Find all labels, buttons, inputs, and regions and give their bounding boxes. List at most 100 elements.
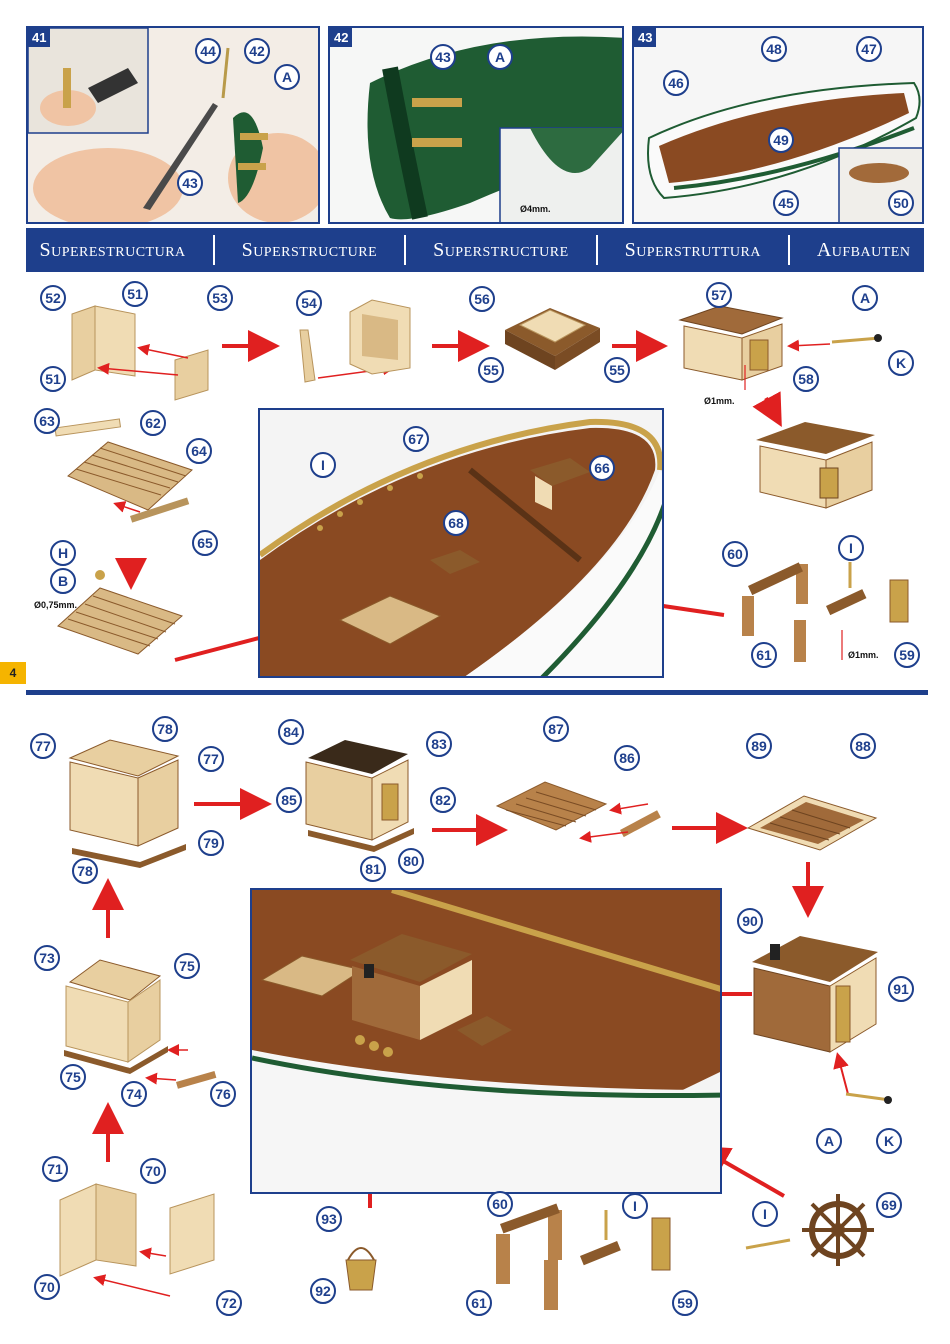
callout-68: 68 xyxy=(443,510,469,536)
callout-60: 60 xyxy=(487,1191,513,1217)
callout-93: 93 xyxy=(316,1206,342,1232)
callout-82: 82 xyxy=(430,787,456,813)
callout-89: 89 xyxy=(746,733,772,759)
callout-58: 58 xyxy=(793,366,819,392)
callout-A: A xyxy=(852,285,878,311)
callout-43: 43 xyxy=(177,170,203,196)
callout-59: 59 xyxy=(672,1290,698,1316)
callout-50: 50 xyxy=(888,190,914,216)
callout-A: A xyxy=(274,64,300,90)
step-42-number: 42 xyxy=(330,28,353,47)
callout-42: 42 xyxy=(244,38,270,64)
page-number: 4 xyxy=(0,662,26,684)
callout-79: 79 xyxy=(198,830,224,856)
middle-section-drawings xyxy=(54,299,909,662)
callout-55: 55 xyxy=(604,357,630,383)
callout-78: 78 xyxy=(72,858,98,884)
callout-59: 59 xyxy=(894,642,920,668)
callout-H: H xyxy=(50,540,76,566)
callout-I: I xyxy=(838,535,864,561)
callout-78: 78 xyxy=(152,716,178,742)
callout-53: 53 xyxy=(207,285,233,311)
callout-90: 90 xyxy=(737,908,763,934)
step-41-illustration xyxy=(28,28,318,222)
deck-photo-middle xyxy=(258,408,664,678)
callout-85: 85 xyxy=(276,787,302,813)
banner-title-es: Superestructura xyxy=(39,238,186,261)
banner-title-it: Superstruttura xyxy=(624,238,761,261)
dimension-label: Ø1mm. xyxy=(704,396,735,406)
callout-87: 87 xyxy=(543,716,569,742)
callout-63: 63 xyxy=(34,408,60,434)
callout-91: 91 xyxy=(888,976,914,1002)
callout-45: 45 xyxy=(773,190,799,216)
callout-84: 84 xyxy=(278,719,304,745)
photo-step-42: 42 xyxy=(328,26,624,224)
callout-76: 76 xyxy=(210,1081,236,1107)
callout-52: 52 xyxy=(40,285,66,311)
callout-83: 83 xyxy=(426,731,452,757)
callout-47: 47 xyxy=(856,36,882,62)
callout-66: 66 xyxy=(589,455,615,481)
step-43-number: 43 xyxy=(634,28,657,47)
callout-44: 44 xyxy=(195,38,221,64)
callout-74: 74 xyxy=(121,1081,147,1107)
callout-70: 70 xyxy=(140,1158,166,1184)
callout-61: 61 xyxy=(466,1290,492,1316)
callout-77: 77 xyxy=(198,746,224,772)
callout-I: I xyxy=(622,1193,648,1219)
bottom-section-drawings xyxy=(59,739,892,1310)
dimension-label: Ø1mm. xyxy=(848,650,879,660)
callout-60: 60 xyxy=(722,541,748,567)
callout-72: 72 xyxy=(216,1290,242,1316)
callout-51: 51 xyxy=(122,281,148,307)
banner-separator xyxy=(212,235,215,265)
callout-49: 49 xyxy=(768,127,794,153)
callout-54: 54 xyxy=(296,290,322,316)
dimension-label: Ø4mm. xyxy=(520,204,551,214)
callout-70: 70 xyxy=(34,1274,60,1300)
banner-separator xyxy=(787,235,790,265)
deck-illustration xyxy=(260,418,662,676)
banner-title-fr: Superstructure xyxy=(433,238,569,261)
step-42-illustration xyxy=(367,36,622,222)
callout-67: 67 xyxy=(403,426,429,452)
callout-K: K xyxy=(876,1128,902,1154)
deck-illustration xyxy=(252,890,720,1192)
callout-88: 88 xyxy=(850,733,876,759)
callout-86: 86 xyxy=(614,745,640,771)
callout-71: 71 xyxy=(42,1156,68,1182)
callout-46: 46 xyxy=(663,70,689,96)
callout-51: 51 xyxy=(40,366,66,392)
callout-55: 55 xyxy=(478,357,504,383)
banner-separator xyxy=(404,235,407,265)
callout-81: 81 xyxy=(360,856,386,882)
deck-photo-bottom xyxy=(250,888,722,1194)
callout-75: 75 xyxy=(60,1064,86,1090)
callout-73: 73 xyxy=(34,945,60,971)
callout-K: K xyxy=(888,350,914,376)
callout-A: A xyxy=(816,1128,842,1154)
callout-64: 64 xyxy=(186,438,212,464)
step-41-number: 41 xyxy=(28,28,51,47)
callout-69: 69 xyxy=(876,1192,902,1218)
callout-43: 43 xyxy=(430,44,456,70)
callout-56: 56 xyxy=(469,286,495,312)
callout-92: 92 xyxy=(310,1278,336,1304)
callout-48: 48 xyxy=(761,36,787,62)
callout-I: I xyxy=(752,1201,778,1227)
banner-title-de: Aufbauten xyxy=(816,238,911,261)
section-divider xyxy=(26,690,928,695)
photo-step-41: 41 xyxy=(26,26,320,224)
callout-75: 75 xyxy=(174,953,200,979)
section-banner: Superestructura Superstructure Superstru… xyxy=(26,228,924,272)
callout-B: B xyxy=(50,568,76,594)
callout-57: 57 xyxy=(706,282,732,308)
callout-80: 80 xyxy=(398,848,424,874)
banner-separator xyxy=(595,235,598,265)
callout-62: 62 xyxy=(140,410,166,436)
callout-77: 77 xyxy=(30,733,56,759)
dimension-label: Ø0,75mm. xyxy=(34,600,78,610)
callout-65: 65 xyxy=(192,530,218,556)
callout-I: I xyxy=(310,452,336,478)
